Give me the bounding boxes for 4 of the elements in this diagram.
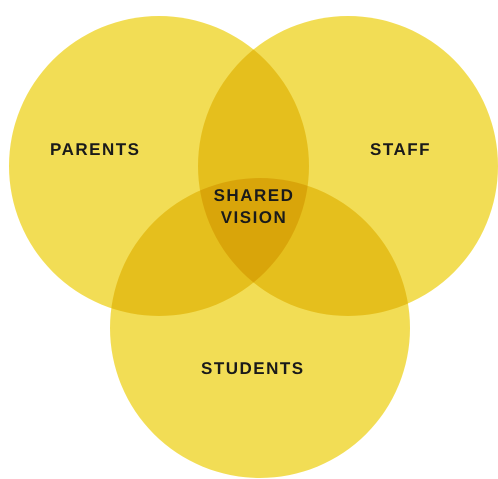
overlap-label: SHARED VISION <box>212 185 296 229</box>
circle-label: STUDENTS <box>201 359 305 379</box>
circle-label: STAFF <box>370 140 432 160</box>
circle-label: PARENTS <box>50 140 140 160</box>
